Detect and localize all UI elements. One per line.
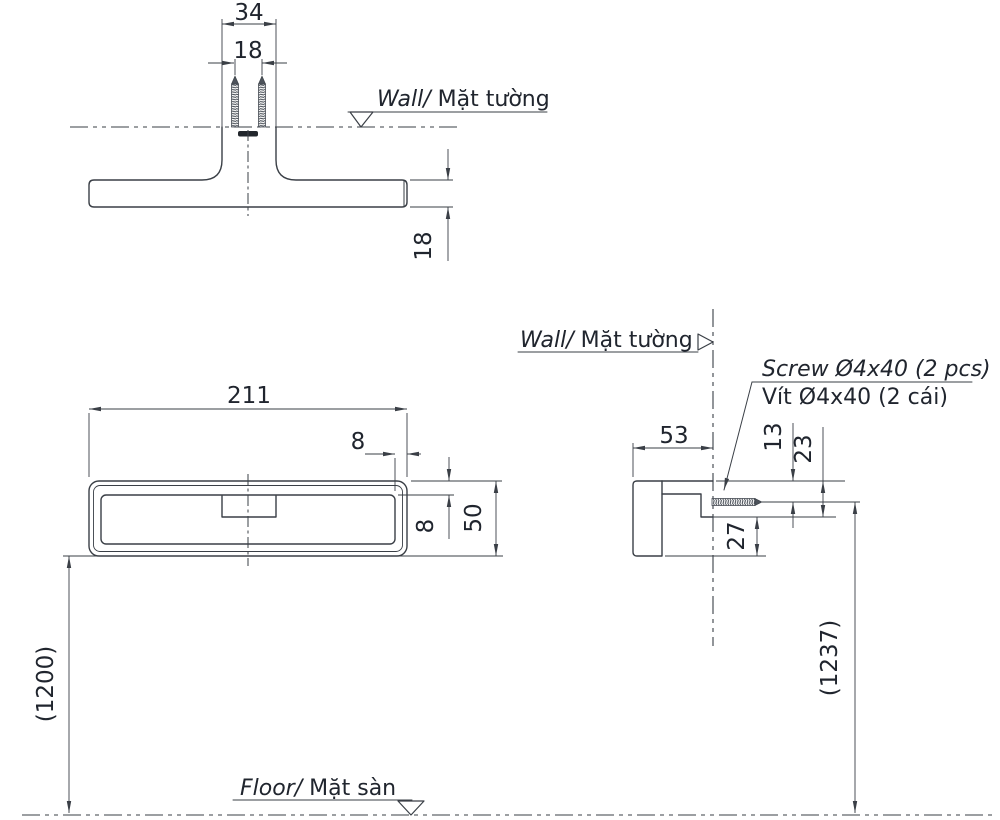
bracket-top-profile bbox=[88, 126, 408, 208]
wall-datum-label-side: Wall/ Mặt tường bbox=[517, 328, 714, 353]
dim-arm-to-ring-bottom: 27 bbox=[724, 517, 760, 556]
dim-ring-width: 211 bbox=[88, 383, 408, 477]
dim-text: 211 bbox=[227, 383, 271, 409]
dim-ring-edge-inset: 8 bbox=[351, 429, 421, 491]
dim-bracket-depth: 53 bbox=[632, 423, 713, 477]
screw-spec-en: Screw Ø4x40 (2 pcs) bbox=[762, 357, 991, 382]
front-view: 211 8 8 50 bbox=[33, 383, 503, 813]
dim-text: 18 bbox=[233, 38, 262, 64]
wall-datum-label-top: Wall/ Mặt tường bbox=[347, 87, 550, 128]
dim-screw-span-inner: 18 bbox=[208, 38, 287, 66]
screw-right-top-view bbox=[258, 59, 266, 128]
floor-datum: Floor/ Mặt sàn bbox=[22, 776, 993, 816]
dim-text: 50 bbox=[461, 503, 487, 532]
dim-screw-height-floor: (1237) bbox=[817, 502, 858, 813]
dim-bar-thickness: 18 bbox=[410, 149, 453, 261]
side-view: Wall/ Mặt tường Screw Ø4x40 (2 pcs) Vít … bbox=[517, 309, 991, 813]
dim-text: (1237) bbox=[817, 620, 843, 696]
dim-text: 34 bbox=[234, 0, 263, 26]
dim-mount-height-floor: (1200) bbox=[33, 556, 72, 813]
screw-left-top-view bbox=[231, 59, 239, 128]
dim-ring-height: 50 bbox=[411, 480, 502, 556]
dim-arm-height: 23 bbox=[791, 427, 826, 517]
dim-text: 8 bbox=[351, 429, 366, 455]
dim-text: 27 bbox=[724, 521, 750, 550]
dim-text: (1200) bbox=[33, 646, 59, 722]
screw-spec-vi: Vít Ø4x40 (2 cái) bbox=[762, 385, 948, 410]
leader-line bbox=[723, 381, 753, 491]
floor-datum-icon bbox=[397, 800, 425, 816]
floor-datum-label: Floor/ Mặt sàn bbox=[232, 776, 425, 816]
bracket-side-profile bbox=[632, 480, 714, 557]
dim-text: 18 bbox=[411, 231, 437, 260]
dim-text: 53 bbox=[659, 423, 688, 449]
wall-plate-through-opening bbox=[221, 495, 277, 518]
floor-label: Floor/ Mặt sàn bbox=[240, 776, 396, 801]
dim-screw-from-top: 13 bbox=[761, 422, 796, 528]
wall-label: Wall/ Mặt tường bbox=[377, 87, 550, 112]
dim-screw-span-outer: 34 bbox=[222, 0, 276, 27]
wall-label: Wall/ Mặt tường bbox=[520, 328, 693, 353]
leader-arrow bbox=[724, 477, 730, 490]
wall-datum-icon bbox=[349, 111, 374, 128]
wall-datum-icon bbox=[697, 333, 714, 351]
screw-callout: Screw Ø4x40 (2 pcs) Vít Ø4x40 (2 cái) bbox=[723, 357, 991, 491]
dim-ring-tube-thickness: 8 bbox=[398, 457, 454, 539]
screw-side-view bbox=[711, 498, 860, 506]
dim-text: 13 bbox=[761, 422, 787, 451]
dim-text: 23 bbox=[791, 434, 817, 463]
dim-text: 8 bbox=[413, 519, 439, 534]
top-view: 34 18 18 Wall/ Mặt tường bbox=[70, 0, 550, 261]
